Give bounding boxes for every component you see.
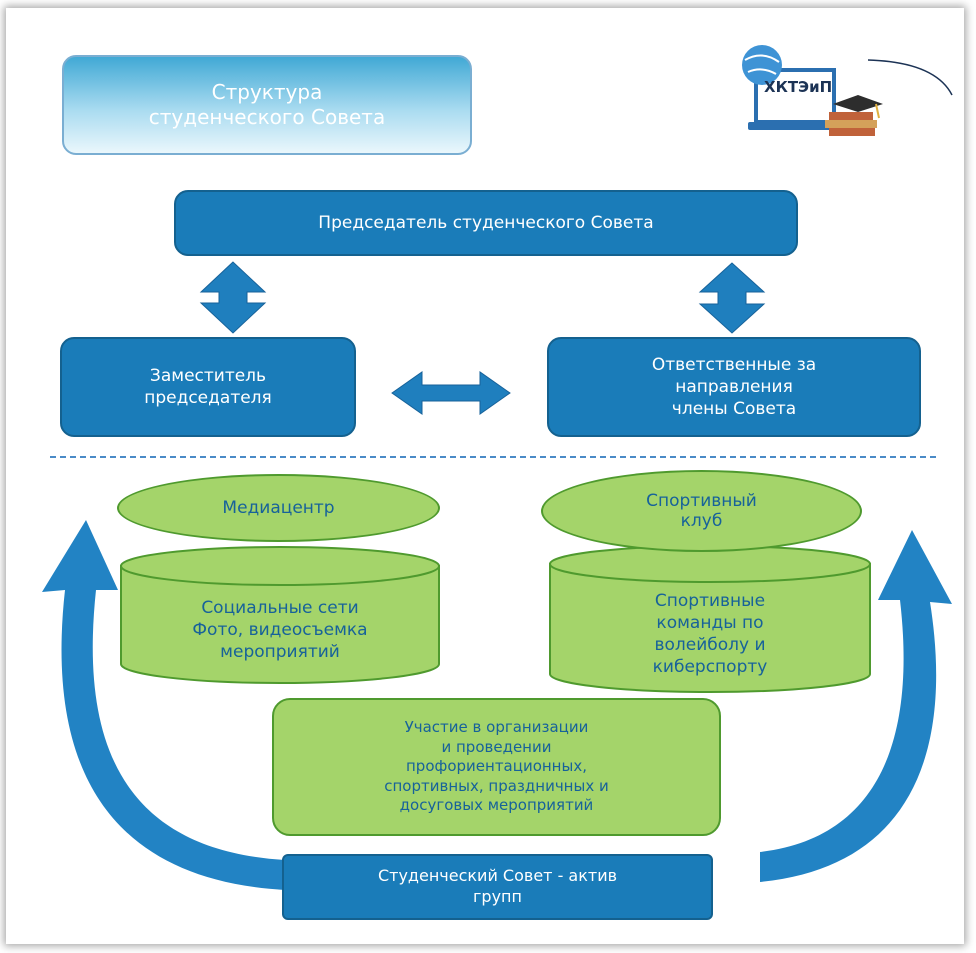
college-logo-graphic (742, 45, 953, 136)
media-activities-text: Социальные сети Фото, видеосъемка меропр… (121, 590, 439, 670)
responsible-members-box: Ответственные за направления члены Совет… (547, 337, 921, 437)
participation-label: Участие в организации и проведении профо… (384, 718, 609, 815)
college-logo-text: ХКТЭиП (764, 78, 833, 96)
participation-box: Участие в организации и проведении профо… (272, 698, 721, 836)
media-cylinder (120, 546, 440, 684)
curved-arrow-right (760, 530, 952, 882)
diagram-title: Структура студенческого Совета (62, 55, 472, 155)
media-center-label: Медиацентр (222, 497, 335, 518)
sports-cylinder (549, 545, 871, 693)
diagram-title-text: Структура студенческого Совета (148, 80, 386, 129)
media-center-ellipse: Медиацентр (117, 474, 440, 542)
curved-arrow-left (42, 520, 285, 890)
sports-activities-label: Спортивные команды по волейболу и киберс… (652, 590, 768, 678)
media-activities-label: Социальные сети Фото, видеосъемка меропр… (192, 597, 368, 663)
responsible-members-label: Ответственные за направления члены Совет… (651, 354, 817, 420)
chairman-label: Председатель студенческого Совета (318, 212, 654, 233)
chairman-box: Председатель студенческого Совета (174, 190, 798, 256)
group-council-box: Студенческий Совет - актив групп (282, 854, 713, 920)
double-arrow-horizontal (391, 371, 511, 415)
group-council-label: Студенческий Совет - актив групп (377, 866, 618, 906)
double-arrow-left-vertical (199, 261, 267, 334)
deputy-box: Заместитель председателя (60, 337, 356, 437)
sports-club-label: Спортивный клуб (646, 490, 757, 531)
sports-club-ellipse: Спортивный клуб (541, 470, 862, 552)
sports-activities-text: Спортивные команды по волейболу и киберс… (550, 584, 870, 684)
deputy-label: Заместитель председателя (144, 365, 272, 408)
double-arrow-right-vertical (698, 262, 766, 334)
